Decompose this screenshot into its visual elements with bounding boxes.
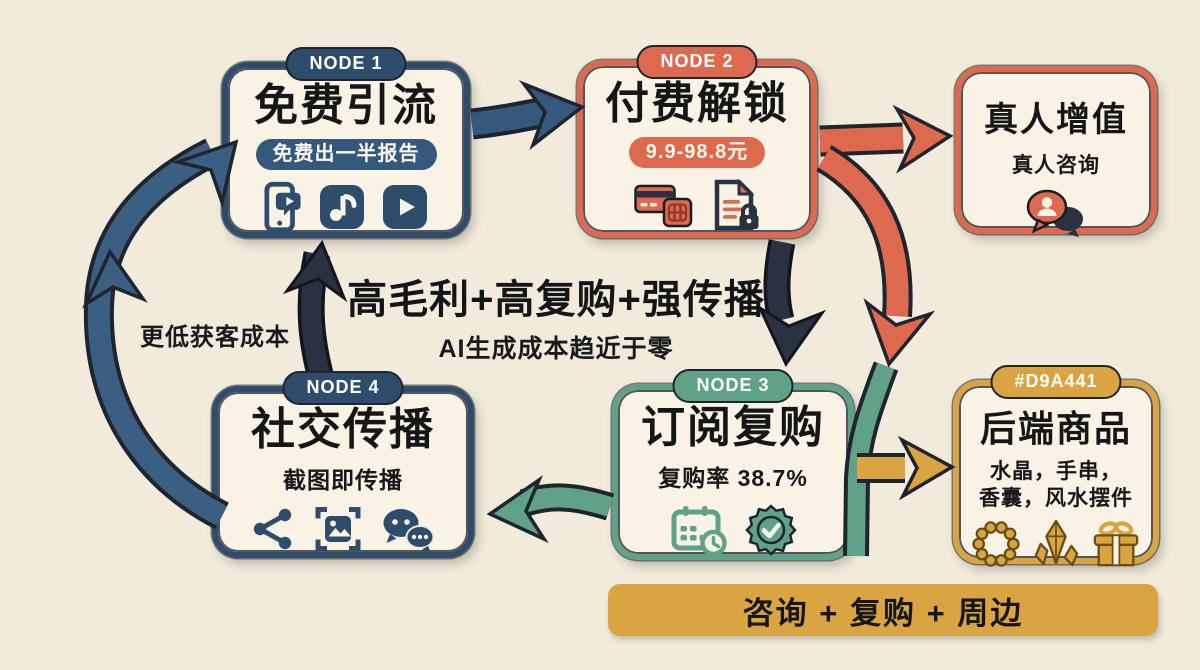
node1-badge: 免费出一半报告 (255, 139, 437, 170)
share-icon (250, 506, 296, 557)
node1-free-traffic-box: NODE 1 免费引流 免费出一半报告 (222, 47, 470, 238)
node4-subtitle: 截图即传播 (283, 467, 403, 493)
bead-bracelet-icon (971, 519, 1021, 574)
value-box-subtitle: 真人咨询 (1012, 154, 1100, 177)
crystal-icon (1032, 519, 1080, 574)
banner-text: 咨询 + 复购 + 周边 (742, 595, 1024, 631)
band-subscribe-return (843, 361, 899, 557)
video-play-icon (382, 184, 428, 235)
node3-title: 订阅复购 (641, 403, 825, 452)
tiktok-icon (319, 184, 365, 235)
credit-cards-icon (633, 181, 694, 234)
seal-check-icon (744, 504, 797, 561)
node3-subtitle: 复购率 38.7% (658, 465, 808, 491)
node3-icon-row (670, 504, 797, 561)
locked-report-icon (711, 178, 761, 236)
arrow-subscribe-to-social (486, 475, 615, 544)
backend-subtitle-line1: 水晶，手串， (990, 460, 1122, 483)
arrow-paid-to-human (819, 104, 954, 174)
human-value-box: 真人增值 真人咨询 (955, 66, 1157, 237)
lower-cac-label: 更低获客成本 (140, 324, 290, 351)
center-headline: 高毛利+高复购+强传播 (347, 278, 765, 322)
node2-icon-row (633, 178, 761, 236)
bottom-summary-banner: 咨询 + 复购 + 周边 (608, 584, 1158, 636)
node3-subscribe-repurchase-box: NODE 3 订阅复购 复购率 38.7% (612, 369, 854, 561)
node4-tag: NODE 4 (282, 371, 404, 405)
node1-icon-row (264, 181, 428, 238)
backend-icon-row (971, 519, 1141, 574)
node2-title: 付费解锁 (605, 79, 789, 128)
wechat-icon (380, 506, 436, 557)
backend-products-box: #D9A441 后端商品 水晶，手串， 香囊，风水摆件 (953, 365, 1159, 567)
node4-title: 社交传播 (251, 405, 435, 454)
node4-social-spread-box: NODE 4 社交传播 截图即传播 (212, 371, 474, 558)
node1-tag: NODE 1 (285, 47, 407, 81)
gift-icon (1091, 519, 1141, 574)
node3-tag: NODE 3 (672, 369, 794, 403)
node1-title: 免费引流 (254, 81, 438, 130)
chat-person-icon (1025, 186, 1087, 243)
node4-icon-row (250, 506, 436, 557)
arrow-free-to-paid (470, 80, 586, 151)
backend-box-subtitle: 水晶，手串， 香囊，风水摆件 (979, 458, 1133, 513)
arc-mid-arrowhead (81, 248, 148, 309)
phone-video-icon (264, 181, 302, 238)
value-box-title: 真人增值 (984, 101, 1128, 139)
center-value-proposition: 高毛利+高复购+强传播 AI生成成本趋近于零 (330, 278, 782, 365)
node2-paid-unlock-box: NODE 2 付费解锁 9.9-98.8元 (577, 45, 817, 238)
arrow-paid-to-subscribe-curve (816, 145, 936, 368)
node2-tag: NODE 2 (636, 45, 758, 79)
calendar-clock-icon (670, 504, 728, 561)
backend-subtitle-line2: 香囊，风水摆件 (979, 487, 1133, 511)
node2-badge: 9.9-98.8元 (628, 137, 766, 168)
backend-box-title: 后端商品 (979, 408, 1132, 449)
center-subline: AI生成成本趋近于零 (438, 335, 674, 363)
value-box-icon-row (1025, 186, 1087, 243)
backend-box-tag: #D9A441 (990, 365, 1122, 399)
screenshot-icon (313, 506, 363, 557)
arrow-subscribe-to-backend (857, 435, 956, 501)
